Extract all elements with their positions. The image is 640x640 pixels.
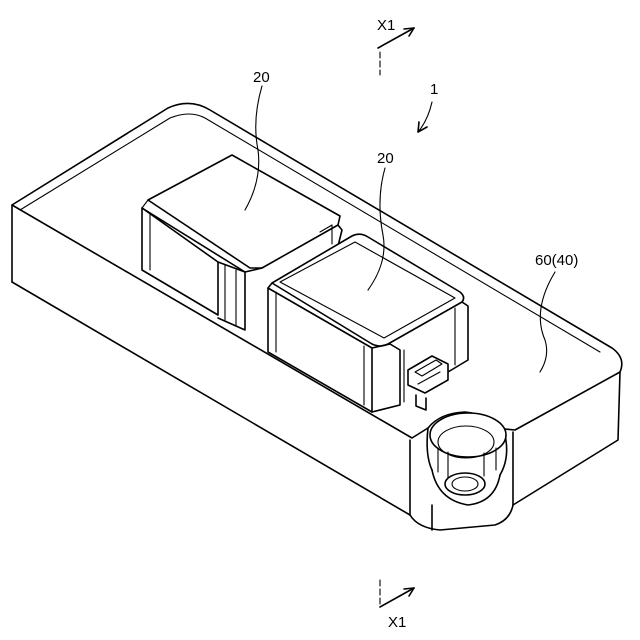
label-section-bottom: X1 (388, 614, 406, 631)
mounting-boss (427, 413, 507, 530)
label-section-top: X1 (377, 17, 395, 34)
label-cover-left: 20 (253, 69, 270, 86)
label-cover-right: 20 (377, 150, 394, 167)
device-arrow (418, 102, 432, 132)
section-indicator-top (378, 28, 414, 75)
label-base: 60(40) (535, 252, 578, 269)
section-indicator-bottom (380, 580, 414, 607)
section-arrow-bottom (380, 588, 414, 607)
label-device: 1 (430, 81, 438, 98)
